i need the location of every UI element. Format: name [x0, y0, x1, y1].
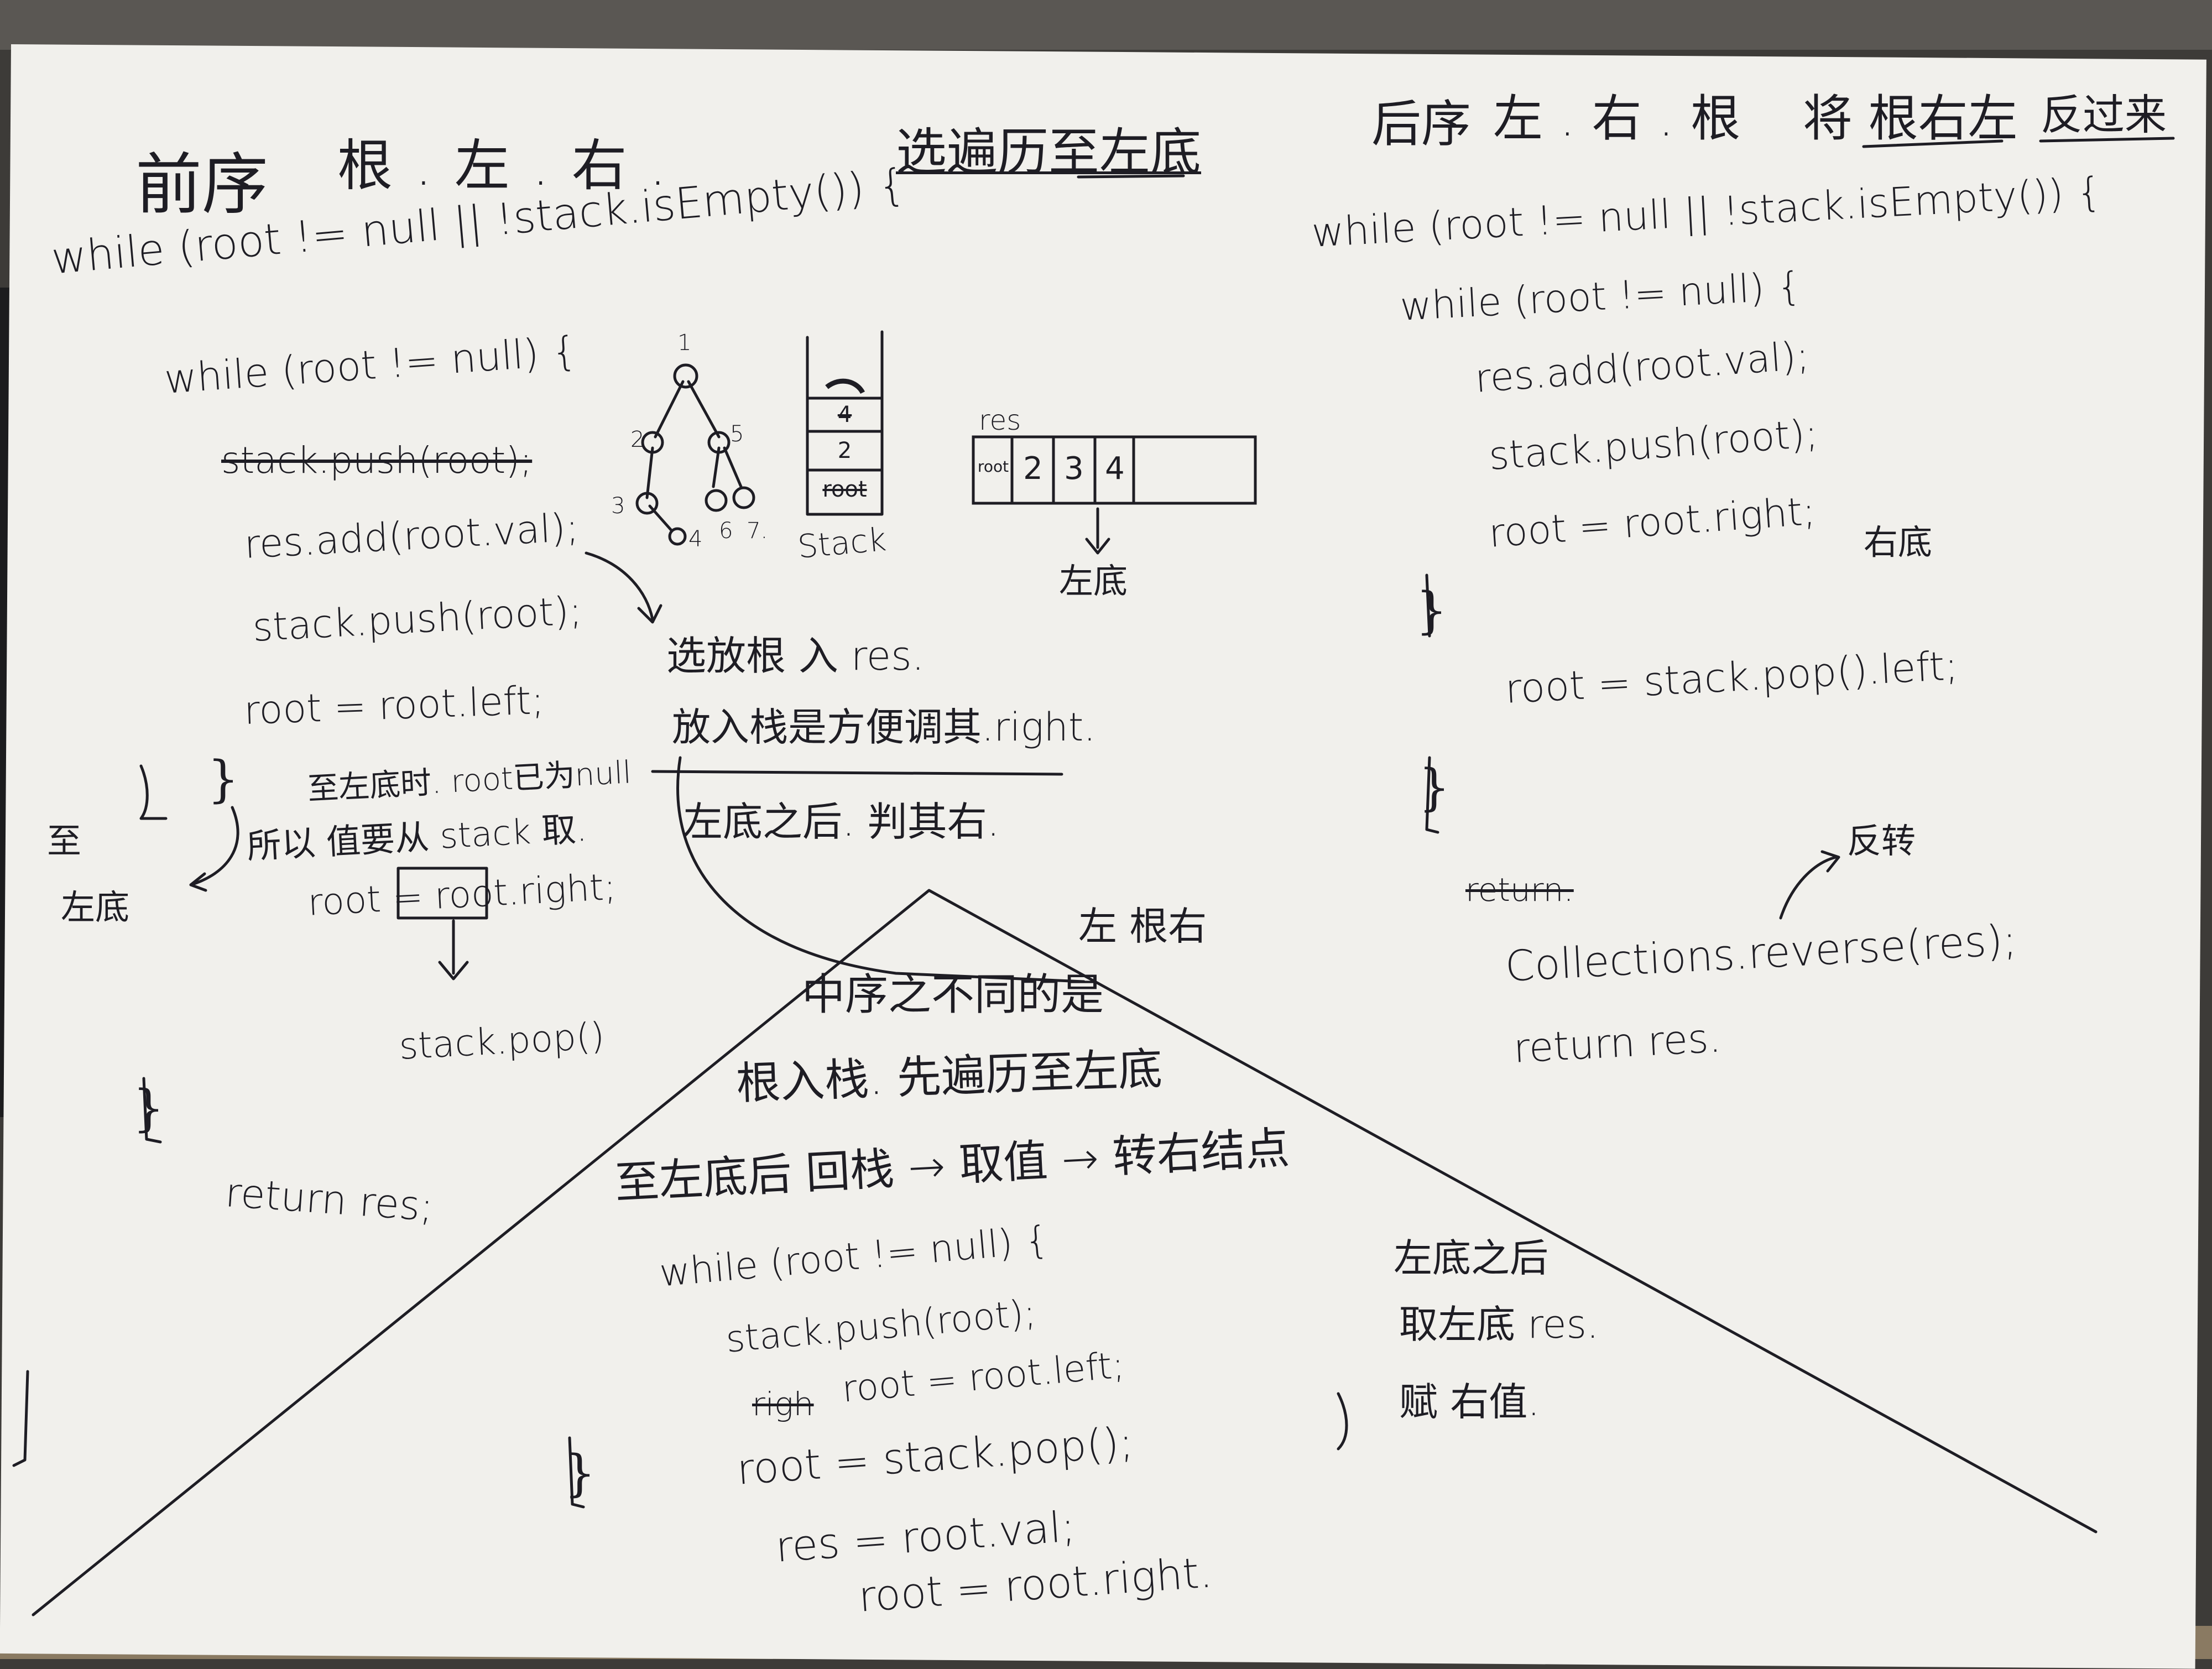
left-code-line-6: root = root.left;: [243, 677, 545, 733]
arrow-to-notes: [585, 551, 654, 621]
desk-background-top: [0, 0, 2212, 50]
bottom-line-1: 中序之不同的是: [802, 970, 1104, 1020]
tree-node-5: [707, 431, 731, 454]
tree-label-5: 5: [730, 421, 744, 447]
right-flip-note: 将 根右左: [1803, 90, 2018, 148]
triangle-outline: [32, 889, 2098, 1616]
res-array-label: res: [979, 404, 1021, 436]
right-inner-brace: }: [1416, 582, 1448, 640]
bottom-note-1: 左底之后: [1394, 1235, 1548, 1281]
stack-cell-2: 2: [837, 438, 852, 463]
arrow-res-down: [1085, 507, 1110, 555]
right-reverse-note: 反转: [1847, 821, 1916, 861]
right-title: 后序: [1371, 95, 1471, 153]
note-divider: [651, 770, 1063, 776]
right-outer-brace: }: [1418, 759, 1451, 817]
right-flip-note-2: 反过来: [2041, 90, 2167, 139]
bottom-order: 左 根右: [1078, 904, 1207, 949]
bottom-code-brace: }: [564, 1444, 596, 1503]
connector-curve: [676, 756, 1086, 983]
tree-label-7: 7.: [747, 518, 768, 544]
middle-note-2: 放入栈是方便调其.right.: [672, 705, 1096, 750]
tree-node-2: [641, 431, 664, 454]
res-cell-4: 4: [1105, 451, 1125, 487]
res-array-outline: [972, 435, 1257, 505]
middle-note-1: 选放根 入 res.: [666, 633, 925, 679]
right-order: 左.右.根: [1493, 90, 1757, 148]
res-cell-root: root: [977, 457, 1009, 476]
arrow-left-note: [189, 806, 239, 886]
stack-cell-root: root: [822, 477, 867, 502]
bottom-code-struck: righ: [752, 1385, 814, 1423]
middle-heading: 选遍历至左底: [896, 123, 1202, 182]
left-code-line-3-struck: stack.push(root);: [221, 439, 533, 482]
stack-label: Stack: [796, 520, 888, 566]
tree-node-6: [705, 489, 728, 512]
res-arrow-label: 左底: [1059, 561, 1128, 601]
left-code-line-8: stack.pop(): [398, 1014, 606, 1068]
right-bottom-label: 右底: [1864, 522, 1933, 562]
tree-node-7: [732, 486, 755, 509]
left-order: 根.左.右.: [337, 133, 689, 198]
left-title: 前序: [135, 147, 268, 223]
right-return: return res.: [1512, 1014, 1723, 1072]
stack-outline: [806, 330, 884, 516]
tree-label-3: 3: [611, 493, 625, 519]
middle-note-3: 左底之后. 判其右.: [683, 799, 1000, 845]
left-side-note-2: 左底: [61, 887, 130, 927]
arrow-box-down: [438, 919, 469, 980]
root-box: [397, 867, 488, 920]
tree-label-1: 1: [677, 330, 692, 356]
tree-label-2: 2: [630, 427, 645, 452]
tree-label-4: 4: [688, 526, 703, 552]
tree-node-3: [635, 492, 659, 515]
left-side-note-1: 至: [47, 821, 82, 861]
right-return-struck: return.: [1465, 871, 1574, 909]
tree-label-6: 6: [719, 518, 733, 544]
tree-node-1: [673, 363, 698, 389]
left-inner-brace: }: [207, 750, 239, 809]
arrow-reverse: [1779, 850, 1840, 920]
bottom-note-2: 取左底 res.: [1399, 1302, 1599, 1347]
tree-node-4: [668, 527, 687, 546]
stack-cell-4: 4: [837, 402, 852, 427]
res-cell-2: 2: [1023, 451, 1043, 487]
res-cell-3: 3: [1064, 451, 1084, 487]
left-outer-brace: }: [133, 1079, 165, 1138]
bottom-note-3: 赋 右值.: [1399, 1379, 1540, 1425]
